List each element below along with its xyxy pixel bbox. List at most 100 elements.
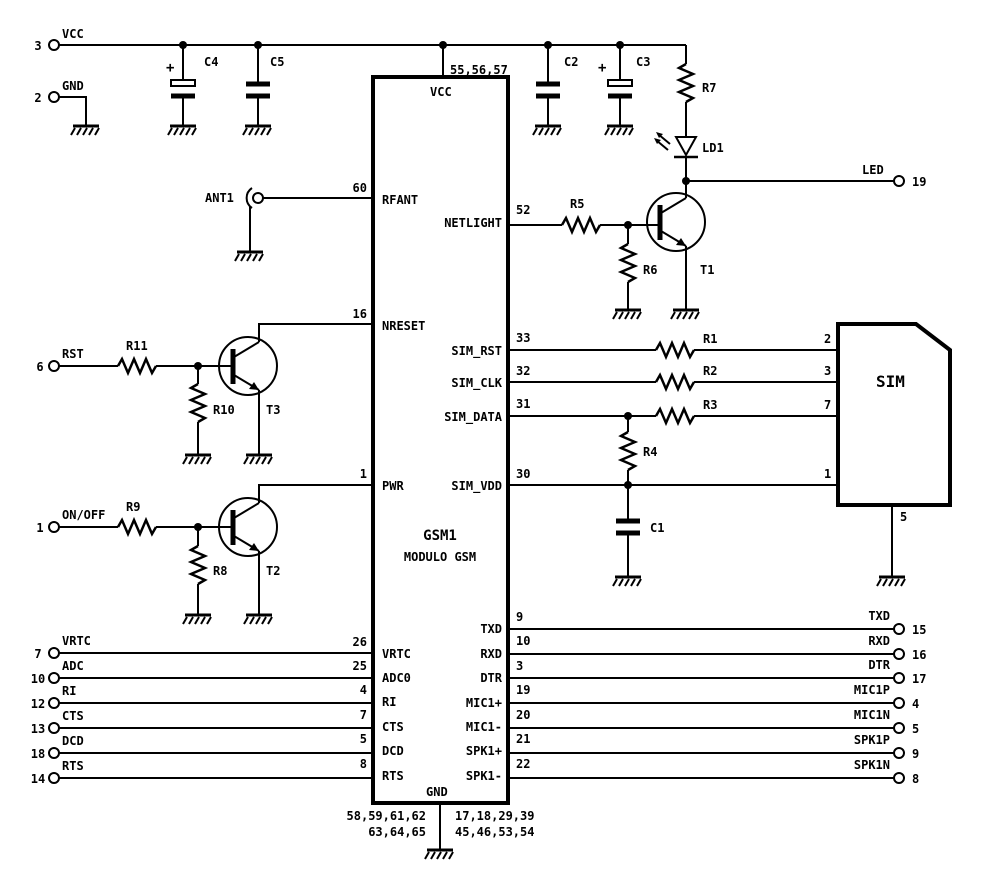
svg-text:1: 1 [36, 521, 43, 535]
svg-text:SPK1P: SPK1P [854, 733, 890, 747]
svg-text:4: 4 [360, 683, 367, 697]
module-value: MODULO GSM [404, 550, 476, 564]
reset-circuit: 6 RST R11 R10 T3 [36, 323, 373, 466]
svg-text:22: 22 [516, 757, 530, 771]
svg-text:DCD: DCD [382, 744, 404, 758]
svg-text:VCC: VCC [62, 27, 84, 41]
svg-text:MIC1-: MIC1- [466, 720, 502, 734]
vcc-rail: 3 VCC [34, 27, 686, 77]
sim-lines: R1 2 R2 3 R3 7 R4 1 C1 [508, 332, 838, 588]
svg-text:3: 3 [824, 364, 831, 378]
svg-text:R5: R5 [570, 197, 584, 211]
svg-text:SIM: SIM [876, 372, 905, 391]
svg-text:18: 18 [31, 747, 45, 761]
svg-text:R9: R9 [126, 500, 140, 514]
svg-text:SIM_DATA: SIM_DATA [444, 410, 503, 425]
svg-text:R1: R1 [703, 332, 717, 346]
svg-text:10: 10 [516, 634, 530, 648]
antenna-ant1: ANT1 [205, 187, 373, 263]
svg-text:20: 20 [516, 708, 530, 722]
svg-text:19: 19 [912, 175, 926, 189]
svg-text:+: + [166, 60, 174, 76]
right-bus: TXD 15 RXD 16 DTR 17 MIC1P 4 MIC1N 5 SPK… [508, 609, 926, 786]
svg-text:T3: T3 [266, 403, 280, 417]
svg-text:NRESET: NRESET [382, 319, 425, 333]
svg-text:32: 32 [516, 364, 530, 378]
svg-text:R8: R8 [213, 564, 227, 578]
gnd-connector: 2 GND [34, 79, 101, 137]
svg-text:ADC: ADC [62, 659, 84, 673]
svg-text:16: 16 [353, 307, 367, 321]
svg-text:R7: R7 [702, 81, 716, 95]
svg-text:MIC1P: MIC1P [854, 683, 890, 697]
svg-text:25: 25 [353, 659, 367, 673]
svg-text:T1: T1 [700, 263, 714, 277]
svg-text:2: 2 [824, 332, 831, 346]
power-on-circuit: 1 ON/OFF R9 R8 T2 [36, 484, 373, 626]
svg-text:T2: T2 [266, 564, 280, 578]
gnd-pins-left-1: 58,59,61,62 [347, 809, 426, 823]
led-output: LED 19 [682, 163, 926, 189]
svg-text:ON/OFF: ON/OFF [62, 508, 105, 522]
netlight-circuit: R5 R6 T1 [508, 181, 714, 321]
svg-text:R10: R10 [213, 403, 235, 417]
svg-text:60: 60 [353, 181, 367, 195]
module-left-pins: 60 RFANT 16 NRESET 1 PWR 26 VRTC 25 ADC0… [353, 181, 426, 783]
svg-text:3: 3 [516, 659, 523, 673]
svg-text:12: 12 [31, 697, 45, 711]
svg-text:RTS: RTS [62, 759, 84, 773]
svg-text:1: 1 [824, 467, 831, 481]
svg-text:30: 30 [516, 467, 530, 481]
svg-text:DCD: DCD [62, 734, 84, 748]
svg-text:17: 17 [912, 672, 926, 686]
svg-text:RXD: RXD [480, 647, 502, 661]
svg-text:C3: C3 [636, 55, 650, 69]
svg-text:+: + [598, 60, 606, 76]
capacitor-c3: + C3 [598, 45, 650, 137]
svg-text:TXD: TXD [868, 609, 890, 623]
svg-text:19: 19 [516, 683, 530, 697]
module-vcc-pins: 55,56,57 [450, 63, 508, 77]
svg-text:SPK1-: SPK1- [466, 769, 502, 783]
svg-text:21: 21 [516, 732, 530, 746]
gnd-pins-left-2: 63,64,65 [368, 825, 426, 839]
svg-text:7: 7 [34, 647, 41, 661]
svg-text:26: 26 [353, 635, 367, 649]
resistor-r7: R7 [675, 45, 716, 136]
svg-text:C1: C1 [650, 521, 664, 535]
svg-text:R11: R11 [126, 339, 148, 353]
svg-text:VRTC: VRTC [62, 634, 91, 648]
module-right-pins: 52 NETLIGHT 33 SIM_RST 32 SIM_CLK 31 SIM… [444, 203, 530, 783]
svg-text:6: 6 [36, 360, 43, 374]
svg-text:31: 31 [516, 397, 530, 411]
svg-text:DTR: DTR [868, 658, 890, 672]
svg-text:PWR: PWR [382, 479, 404, 493]
sim-card: SIM 5 [836, 322, 952, 588]
svg-text:ADC0: ADC0 [382, 671, 411, 685]
svg-text:RST: RST [62, 347, 84, 361]
svg-text:RI: RI [62, 684, 76, 698]
capacitor-c2: C2 [531, 45, 578, 137]
svg-text:LD1: LD1 [702, 141, 724, 155]
gnd-pins-right-1: 17,18,29,39 [455, 809, 534, 823]
svg-text:10: 10 [31, 672, 45, 686]
svg-text:SPK1N: SPK1N [854, 758, 890, 772]
svg-text:C2: C2 [564, 55, 578, 69]
svg-text:SIM_CLK: SIM_CLK [451, 376, 502, 391]
svg-text:MIC1N: MIC1N [854, 708, 890, 722]
svg-text:3: 3 [34, 39, 41, 53]
led-ld1: LD1 [654, 132, 724, 181]
svg-text:LED: LED [862, 163, 884, 177]
svg-text:R3: R3 [703, 398, 717, 412]
module-vcc-label: VCC [430, 85, 452, 99]
svg-text:9: 9 [516, 610, 523, 624]
svg-text:RI: RI [382, 695, 396, 709]
capacitor-c4: + C4 [166, 45, 218, 137]
svg-text:SIM_VDD: SIM_VDD [451, 479, 502, 494]
svg-text:C4: C4 [204, 55, 218, 69]
module-ground-symbol [423, 848, 455, 861]
capacitor-c5: C5 [241, 45, 284, 137]
svg-text:R4: R4 [643, 445, 657, 459]
svg-text:5: 5 [900, 510, 907, 524]
